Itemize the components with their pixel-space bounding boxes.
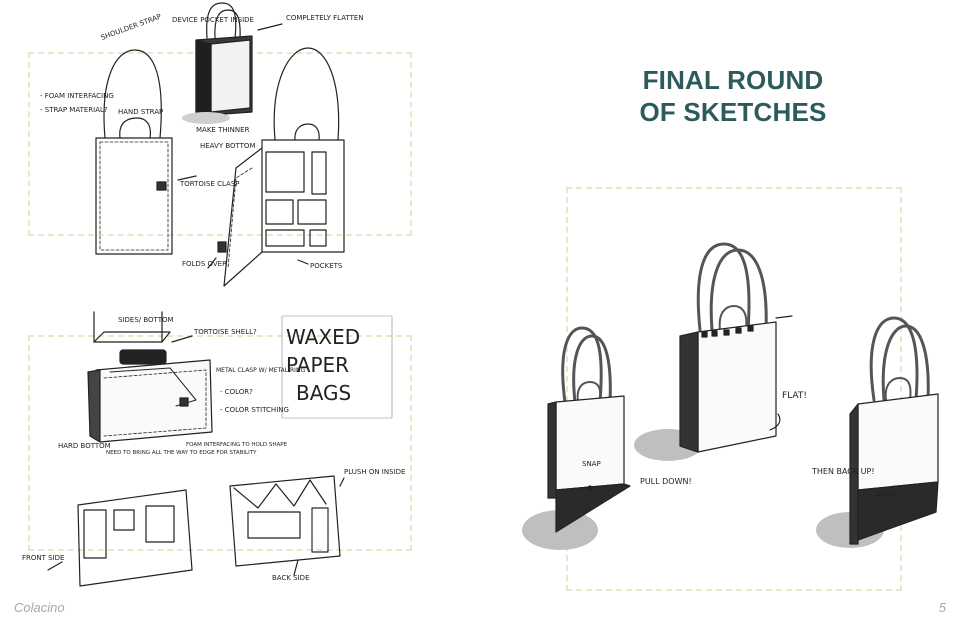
- note-paper: PAPER: [286, 353, 349, 377]
- dashed-frame-bottom-left: [28, 335, 412, 551]
- note-snap-right: SNAP: [876, 490, 895, 498]
- note-shoulder-strap: SHOULDER STRAP: [100, 13, 162, 42]
- note-foam-interfacing: - FOAM INTERFACING: [40, 92, 114, 100]
- note-color-stitching: - COLOR STITCHING: [220, 406, 289, 414]
- sketch-front-side-panel: [77, 489, 193, 587]
- note-hand-strap: HAND STRAP: [118, 108, 163, 116]
- note-color: - COLOR?: [220, 388, 253, 396]
- sketch-box-bag: [87, 349, 213, 443]
- note-snap-left: SNAP: [582, 460, 601, 468]
- note-pull-down: PULL DOWN!: [640, 477, 692, 486]
- title-line-2: OF SKETCHES: [639, 97, 827, 127]
- note-heavy-bottom: HEAVY BOTTOM: [200, 142, 255, 150]
- note-tortoise-clasp: TORTOISE CLASP: [179, 180, 239, 188]
- note-front-side: FRONT SIDE: [22, 554, 64, 562]
- note-hard-bottom: HARD BOTTOM: [58, 442, 111, 450]
- note-folds-over: FOLDS OVER: [182, 260, 227, 268]
- note-sides-bottom: SIDES/ BOTTOM: [118, 316, 174, 324]
- note-tortoise-shell: TORTOISE SHELL?: [193, 328, 257, 336]
- note-device-pocket: DEVICE POCKET INSIDE: [172, 16, 254, 24]
- note-flat: FLAT!: [782, 391, 807, 401]
- sketch-final-bag-left: [522, 326, 631, 550]
- note-need-to-bring: NEED TO BRING ALL THE WAY TO EDGE FOR ST…: [106, 450, 257, 456]
- sketch-sides-bottom: [93, 311, 171, 343]
- sketch-shoulder-strap-bag: [95, 49, 173, 255]
- sketch-back-side-panel: [229, 475, 341, 567]
- note-then-back-up: THEN BACK UP!: [811, 467, 875, 476]
- note-bags: BAGS: [296, 381, 351, 405]
- note-waxed: WAXED: [286, 325, 360, 349]
- note-completely-flatten: COMPLETELY FLATTEN: [286, 14, 364, 22]
- note-strap-material: - STRAP MATERIAL?: [40, 106, 108, 114]
- sketch-waxed-text-box: [281, 315, 393, 419]
- note-make-thinner: MAKE THINNER: [196, 126, 250, 134]
- note-pockets: POCKETS: [310, 262, 343, 270]
- note-plush: PLUSH ON INSIDE: [344, 468, 405, 476]
- page-title: FINAL ROUND OF SKETCHES: [600, 64, 866, 128]
- sketch-final-bag-right: [816, 316, 939, 548]
- sketch-final-bag-middle: [634, 242, 793, 461]
- dashed-frame-right: [566, 187, 902, 591]
- sketch-device-pocket-bag: [182, 2, 253, 124]
- footer-author: Colacino: [14, 600, 65, 615]
- sketch-open-pocket-bag: [217, 47, 345, 287]
- note-foam-interfacing-shape: FOAM INTERFACING TO HOLD SHAPE: [186, 442, 288, 448]
- note-back-side: BACK SIDE: [272, 574, 310, 582]
- footer-page-number: 5: [938, 600, 946, 615]
- note-metal-clasp: METAL CLASP W/ METAL RING: [216, 367, 305, 374]
- title-line-1: FINAL ROUND: [642, 65, 824, 95]
